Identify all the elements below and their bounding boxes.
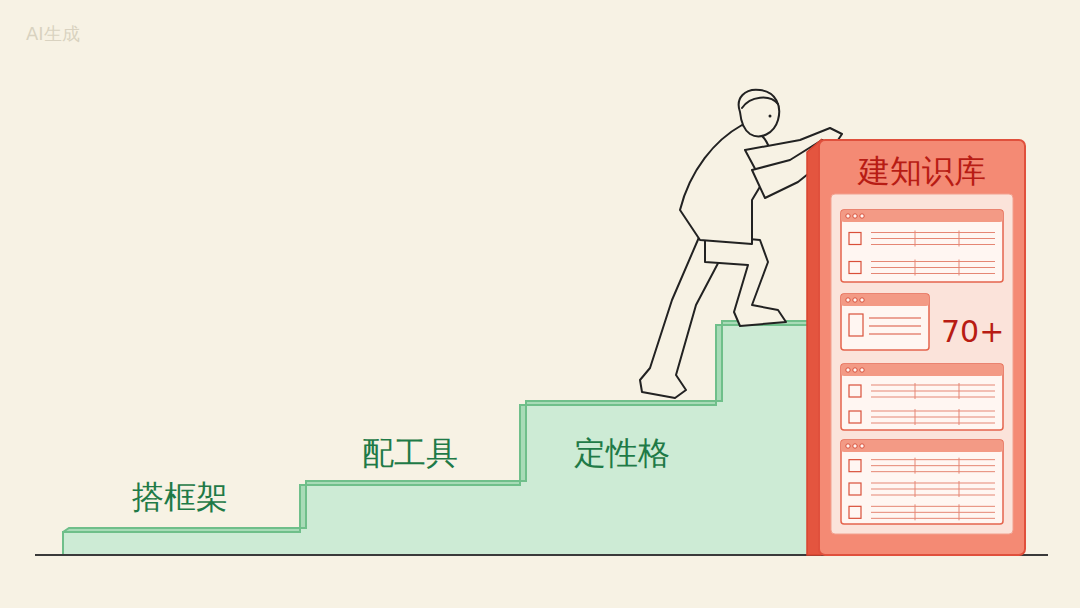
count-label: 70+: [805, 314, 1027, 350]
step-label: 配工具: [362, 434, 458, 472]
step-label: 定性格: [574, 434, 670, 472]
step-label: 搭框架: [132, 478, 228, 516]
step-node: 配工具: [362, 434, 458, 472]
card: [841, 294, 929, 350]
step-node: 定性格: [574, 434, 670, 472]
box-title: 建知识库: [805, 152, 1027, 190]
watermark: AI生成: [26, 22, 80, 46]
card: [841, 210, 1003, 282]
card: [841, 364, 1003, 430]
knowledge-box: 建知识库 70+: [805, 138, 1027, 557]
staircase: [63, 321, 812, 555]
card: [841, 440, 1003, 524]
step-node: 搭框架: [132, 478, 228, 516]
